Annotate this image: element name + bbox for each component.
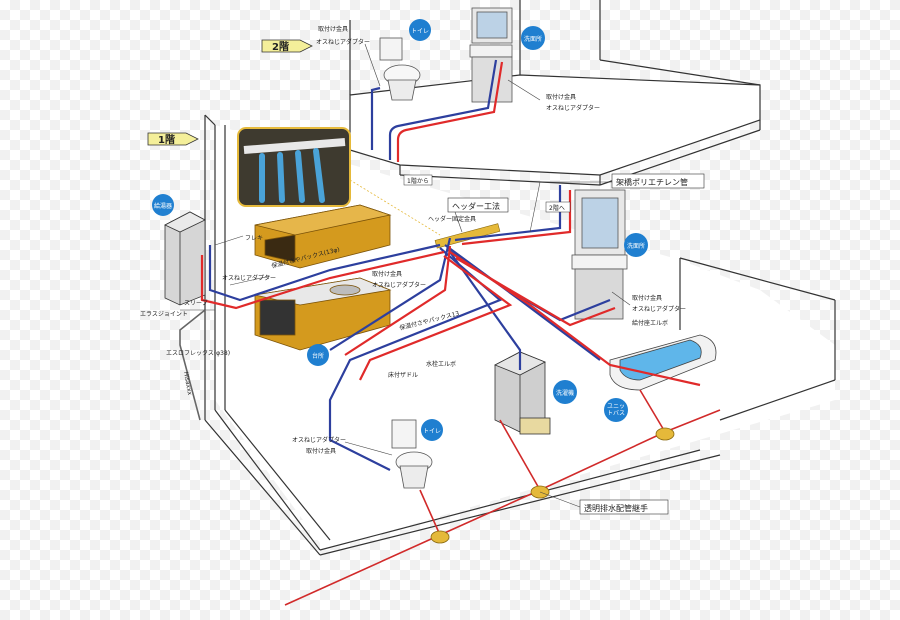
floor1-label: 1階 bbox=[158, 133, 175, 146]
svg-text:トイレ: トイレ bbox=[423, 428, 441, 435]
drain-joints bbox=[430, 427, 675, 544]
svg-text:台所: 台所 bbox=[312, 352, 324, 360]
badge-water-heater: 給湯器 bbox=[152, 194, 174, 216]
label-drain-joint: 透明排水配管継手 bbox=[584, 503, 648, 513]
floor1-tag: 1階 bbox=[147, 132, 199, 146]
washing-machine bbox=[494, 351, 551, 435]
svg-text:洗面所: 洗面所 bbox=[627, 242, 645, 250]
toilet-1f bbox=[391, 419, 433, 489]
label-to-2f: 2階へ bbox=[549, 204, 565, 212]
label-eras-joint: エラスジョイント bbox=[140, 311, 188, 318]
badge-washbasin1: 洗面所 bbox=[624, 233, 648, 257]
kitchen-back-counter bbox=[254, 204, 392, 269]
floor2-tag: 2階 bbox=[261, 39, 313, 53]
badge-toilet2: トイレ bbox=[409, 19, 431, 41]
label-flexible: フレキ bbox=[245, 235, 263, 242]
badge-washer: 洗濯機 bbox=[553, 380, 577, 404]
header-manifold bbox=[434, 223, 501, 249]
label-wall-drain: HIsaxxx bbox=[182, 371, 193, 396]
eslo-flex-pipe bbox=[179, 309, 206, 421]
svg-text:トイレ: トイレ bbox=[411, 28, 429, 35]
label-adapter-heater: オスねじアダプター bbox=[222, 274, 276, 282]
badge-washbasin2: 洗面所 bbox=[521, 26, 545, 50]
second-floor-room bbox=[349, 0, 761, 186]
label-wash1-fitting: 取付け金具 bbox=[632, 294, 662, 302]
label-kitchen-fitting: 取付け金具 bbox=[372, 270, 402, 278]
floor2-label: 2階 bbox=[272, 40, 289, 53]
svg-text:洗濯機: 洗濯機 bbox=[556, 389, 574, 397]
unit-bath bbox=[609, 334, 717, 391]
label-wash2-adapter: オスねじアダプター bbox=[546, 104, 600, 112]
water-heater bbox=[164, 211, 206, 306]
washbasin-1f bbox=[571, 189, 628, 320]
badge-kitchen: 台所 bbox=[307, 344, 329, 366]
label-floor-saddle: 床付ザドル bbox=[388, 371, 418, 379]
label-wash1-elbow: 給付座エルボ bbox=[632, 319, 668, 327]
drain-joint-3 bbox=[655, 427, 675, 441]
pipes-2f bbox=[370, 59, 504, 162]
drain-joint-1 bbox=[430, 530, 450, 544]
label-sleeve: スリーブ bbox=[184, 299, 208, 307]
label-eslo-flex: エスロフレックス(φ38) bbox=[166, 350, 230, 357]
label-xlpe-pipe: 架橋ポリエチレン管 bbox=[616, 177, 688, 187]
header-photo-inset bbox=[237, 127, 441, 236]
label-kitchen-adapter: オスねじアダプター bbox=[372, 281, 426, 289]
svg-text:トバス: トバス bbox=[607, 410, 625, 417]
badge-unitbath: ユニッ トバス bbox=[604, 398, 628, 422]
label-toilet1-adapter: オスねじアダプター bbox=[292, 436, 346, 444]
pipes-1f-hot bbox=[200, 190, 701, 387]
leader-lines bbox=[180, 43, 631, 456]
label-wash1-adapter: オスねじアダプター bbox=[632, 305, 686, 313]
label-toilet2-fitting: 取付け金具 bbox=[318, 25, 348, 33]
label-wash2-fitting: 取付け金具 bbox=[546, 93, 576, 101]
badge-toilet1: トイレ bbox=[421, 419, 443, 441]
label-toilet2-adapter: オスねじアダプター bbox=[316, 38, 370, 46]
toilet-2f bbox=[379, 37, 421, 101]
label-hydrant-elbow: 水栓エルボ bbox=[426, 360, 456, 368]
svg-text:洗面所: 洗面所 bbox=[524, 35, 542, 43]
label-toilet1-fitting: 取付け金具 bbox=[306, 447, 336, 455]
svg-text:ユニッ: ユニッ bbox=[607, 403, 625, 410]
label-from-1f: 1階から bbox=[407, 177, 429, 185]
label-header-method: ヘッダー工法 bbox=[452, 201, 500, 211]
svg-text:給湯器: 給湯器 bbox=[154, 202, 172, 210]
label-header-fitting: ヘッダー固定金具 bbox=[428, 215, 476, 223]
